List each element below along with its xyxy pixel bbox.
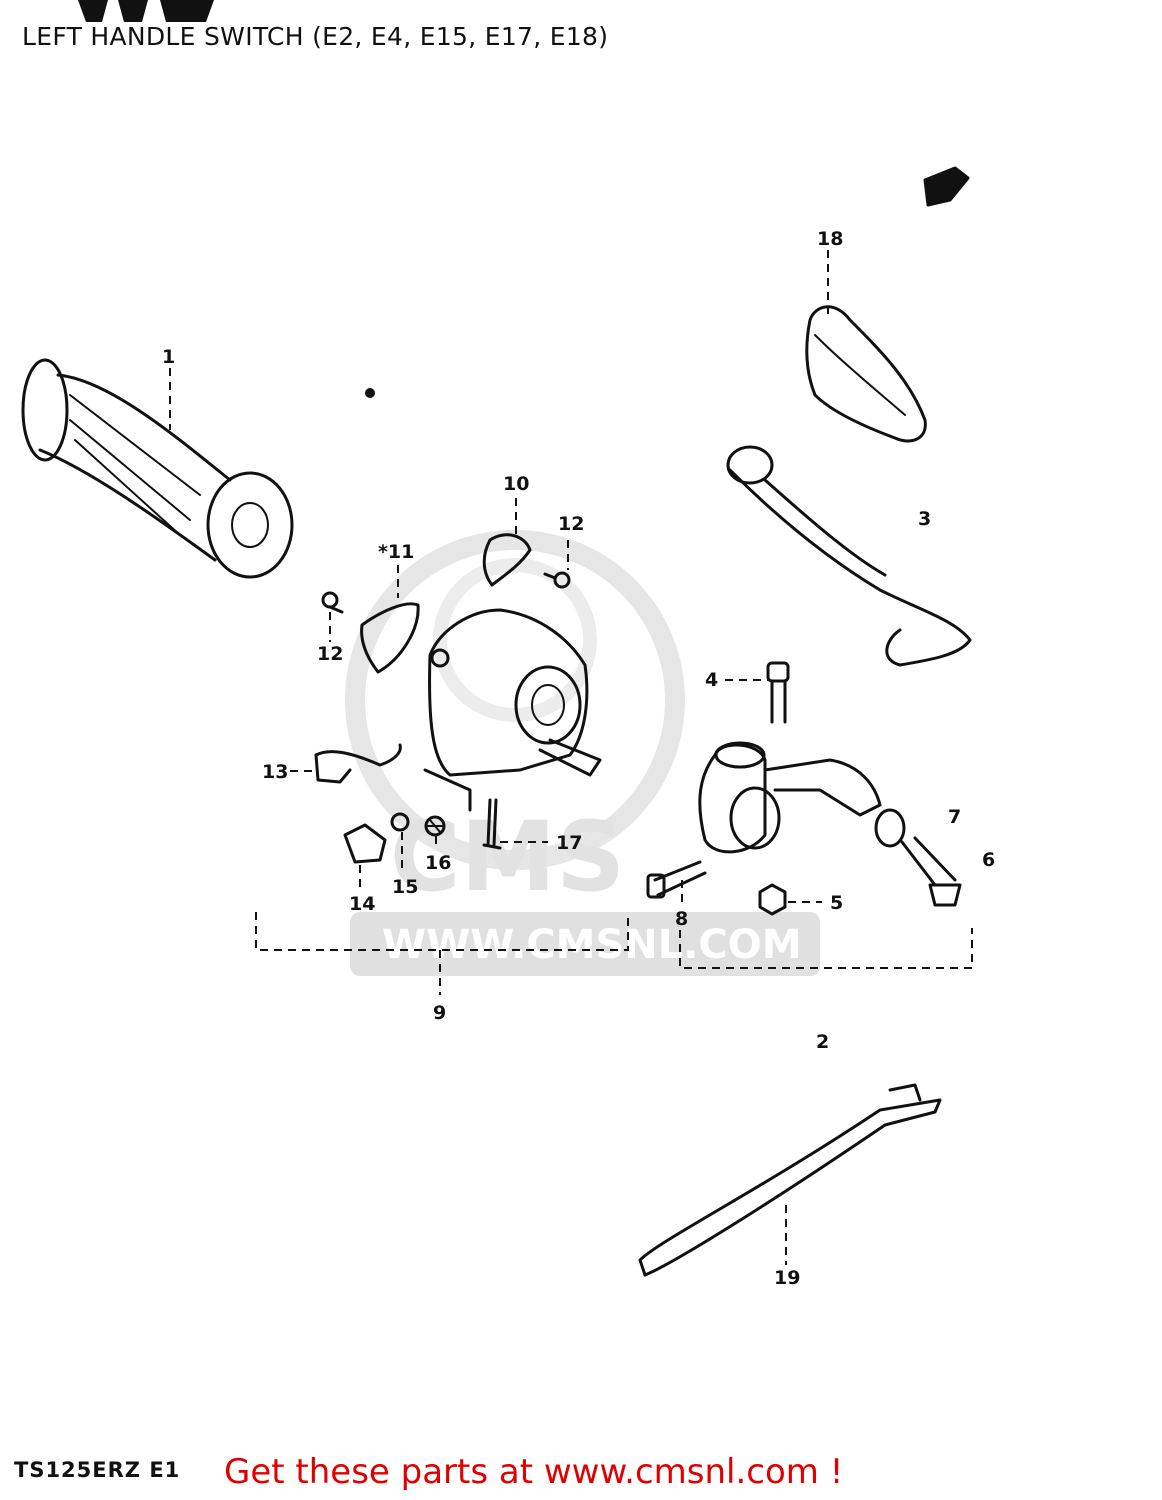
dimmer-knob-part: [360, 602, 420, 674]
screw-12a-part: [321, 591, 344, 614]
callout-13: 13: [262, 761, 288, 783]
lever-cover-part: [805, 305, 927, 443]
clutch-lever-part: [726, 445, 972, 667]
pivot-4-part: [766, 661, 790, 724]
screw-12b-part: [543, 571, 571, 589]
spring-16-part: [424, 815, 446, 837]
switch-housing-part: [423, 608, 602, 812]
callout-14: 14: [349, 893, 375, 915]
callout-11: *11: [378, 541, 414, 563]
callout-1: 1: [162, 346, 175, 368]
callout-12b: 12: [558, 513, 584, 535]
page-title: LEFT HANDLE SWITCH (E2, E4, E15, E17, E1…: [22, 22, 609, 51]
callout-7: 7: [948, 806, 961, 828]
stray-dot: [365, 388, 375, 398]
bolt-6-part: [874, 808, 962, 907]
cover-14-part: [343, 823, 387, 864]
callout-9: 9: [433, 1002, 446, 1024]
brand-logo-fragment: [78, 0, 214, 22]
callout-3: 3: [918, 508, 931, 530]
ball-15-part: [390, 812, 410, 832]
nut-5-part: [758, 883, 787, 916]
cable-tie-part: [638, 1083, 942, 1277]
callout-4: 4: [705, 669, 718, 691]
callout-12a: 12: [317, 643, 343, 665]
get-parts-link[interactable]: Get these parts at www.cmsnl.com !: [224, 1452, 844, 1492]
callout-18: 18: [817, 228, 843, 250]
callout-2: 2: [816, 1031, 829, 1053]
bracket-9: [255, 912, 629, 995]
bracket-2: [679, 928, 973, 969]
watermark-url: WWW.CMSNL.COM: [382, 922, 802, 968]
switch-knob-part: [482, 533, 532, 587]
callout-19: 19: [774, 1267, 800, 1289]
clamp-part: [314, 743, 402, 784]
callout-16: 16: [425, 852, 451, 874]
small-fitting-part: [923, 166, 970, 207]
callout-5: 5: [830, 892, 843, 914]
callout-10: 10: [503, 473, 529, 495]
watermark: CMS WWW.CMSNL.COM: [345, 530, 820, 976]
callouts: 1 2 3 4 5 6 7 8 9 10 *11 12 12 13 14 15 …: [162, 228, 995, 1289]
model-code: TS125ERZ E1: [14, 1458, 181, 1482]
callout-8: 8: [675, 908, 688, 930]
grip-part: [21, 358, 294, 579]
screw-17-part: [482, 798, 502, 850]
bolt-8-part: [646, 860, 707, 899]
lever-holder-part: [698, 741, 882, 854]
callout-15: 15: [392, 876, 418, 898]
callout-6: 6: [982, 849, 995, 871]
callout-17: 17: [556, 832, 582, 854]
